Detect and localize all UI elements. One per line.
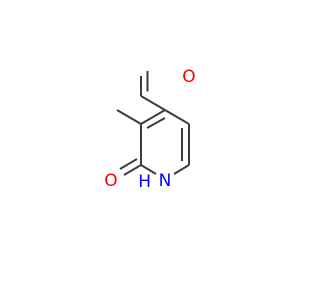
- bond-c4-c5: [164, 109, 190, 125]
- atom-labels: O O N H: [104, 67, 195, 192]
- bonds: [116, 71, 190, 176]
- atom-o-carbonyl: O: [104, 171, 117, 191]
- atom-o-aldehyde: O: [182, 67, 195, 87]
- bond-c3-c4-outer: [140, 109, 166, 125]
- bond-c6-n: [173, 164, 190, 175]
- bond-c2-o-outer: [123, 164, 142, 176]
- atom-h-nh: H: [138, 172, 151, 192]
- bond-c3-c4-inner: [146, 117, 166, 129]
- molecule-structure: O O N H: [104, 67, 195, 192]
- bond-n-c2: [140, 164, 157, 175]
- bond-c4-cho: [140, 95, 166, 111]
- bond-c3-methyl: [116, 109, 142, 125]
- bond-c2-o-inner: [119, 158, 138, 170]
- atom-n-ring: N: [159, 171, 172, 191]
